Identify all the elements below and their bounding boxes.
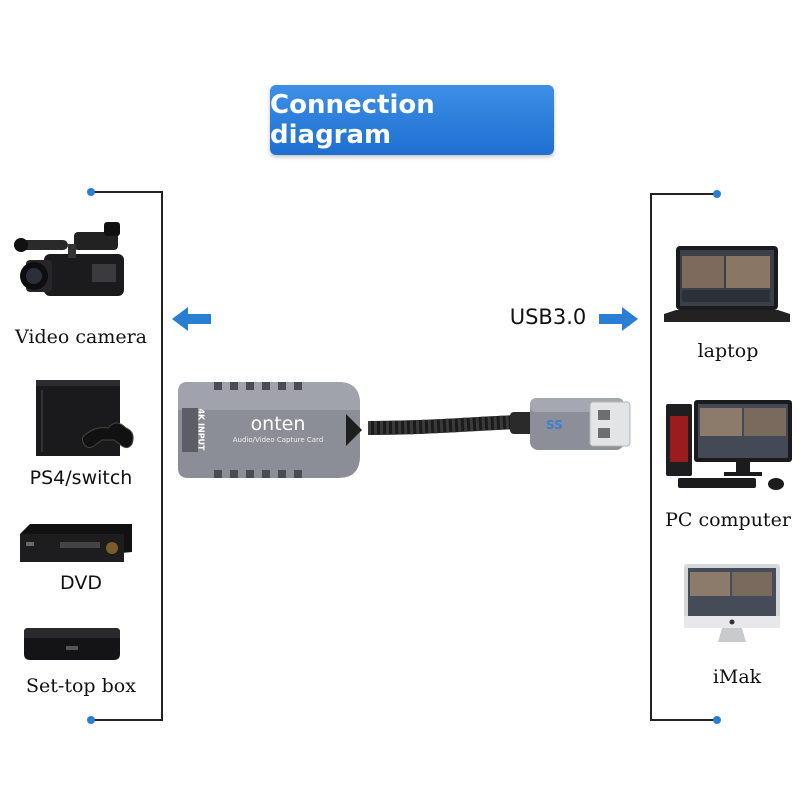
capture-card-icon — [178, 382, 631, 478]
label-pc-computer: PC computer — [665, 509, 791, 531]
imac-icon — [684, 564, 780, 642]
laptop-icon — [664, 246, 790, 322]
label-ps4-switch: PS4/switch — [29, 467, 133, 489]
capture-card-port-text: 4K INPUT — [196, 408, 206, 451]
left-bracket-dot-bottom — [87, 716, 95, 724]
right-bracket-dot-bottom — [713, 716, 721, 724]
usb-label: USB3.0 — [509, 305, 587, 329]
right-bracket-bottom — [650, 719, 718, 721]
usb-ss-logo: SS — [546, 418, 563, 432]
label-imac: iMak — [712, 666, 762, 688]
label-laptop: laptop — [697, 340, 759, 362]
right-arrow-icon — [599, 307, 638, 331]
label-dvd: DVD — [60, 572, 102, 594]
right-bracket-dot-top — [713, 190, 721, 198]
left-bracket-bottom — [92, 719, 163, 721]
left-bracket-top — [92, 191, 163, 193]
video-camera-icon — [14, 222, 124, 296]
set-top-box-icon — [24, 628, 120, 660]
game-console-icon — [36, 380, 134, 456]
capture-card-brand: onten — [250, 413, 306, 435]
desktop-computer-icon — [666, 400, 792, 490]
right-bracket-vertical — [650, 193, 652, 721]
diagram-title: Connection diagram — [270, 85, 554, 155]
label-set-top-box: Set-top box — [26, 675, 136, 697]
label-video-camera: Video camera — [15, 326, 147, 348]
left-bracket-vertical — [161, 191, 163, 721]
dvd-player-icon — [20, 524, 132, 562]
capture-card-subtitle: Audio/Video Capture Card — [232, 436, 324, 444]
left-arrow-icon — [172, 307, 211, 331]
left-bracket-dot-top — [87, 188, 95, 196]
right-bracket-top — [650, 193, 718, 195]
